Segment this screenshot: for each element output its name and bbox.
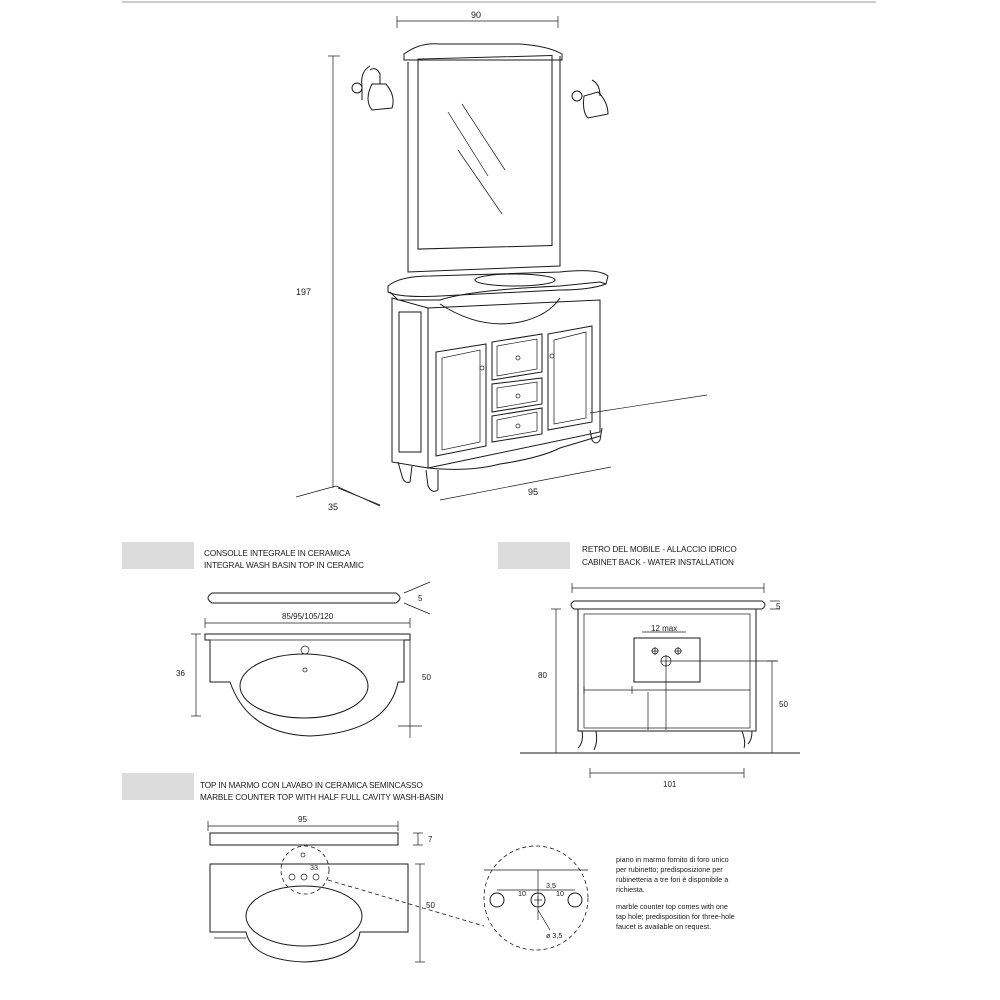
marble-section: TOP IN MARMO CON LAVABO IN CERAMICA SEMI… xyxy=(122,773,735,963)
basin-thickness-label: 5 xyxy=(418,594,423,603)
width-label: 90 xyxy=(471,10,481,20)
back-cabinet-body xyxy=(577,608,757,732)
detail-spacing-left: 10 xyxy=(518,889,526,898)
wall-base-line xyxy=(589,394,708,414)
marble-thickness-label: 7 xyxy=(428,835,433,844)
washbasin-icon xyxy=(204,633,411,737)
back-top-thickness-label: 5 xyxy=(776,602,781,611)
note-en-line-1: marble counter top comes with one xyxy=(616,902,728,911)
back-width-label: 101 xyxy=(663,780,677,789)
basin-title-it: CONSOLLE INTEGRALE IN CERAMICA xyxy=(204,549,351,558)
back-title-it: RETRO DEL MOBILE - ALLACCIO IDRICO xyxy=(582,545,737,554)
height-label: 197 xyxy=(296,287,311,297)
basin-widths-label: 85/95/105/120 xyxy=(282,612,334,621)
basin-title-en: INTEGRAL WASH BASIN TOP IN CERAMIC xyxy=(204,561,364,570)
note-en-line-3: faucet is available on request. xyxy=(616,922,711,931)
floor-line-left xyxy=(295,485,337,498)
back-section: RETRO DEL MOBILE - ALLACCIO IDRICO CABIN… xyxy=(498,542,800,789)
note-it-line-1: piano in marmo fornito di foro unico xyxy=(616,855,729,864)
basin-section: CONSOLLE INTEGRALE IN CERAMICA INTEGRAL … xyxy=(122,542,431,738)
marble-note: piano in marmo fornito di foro unico per… xyxy=(616,855,735,931)
detail-spacing-right: 10 xyxy=(556,889,564,898)
tap-holes-icon xyxy=(651,647,682,667)
note-en-line-2: tap hole; predisposition for three-hole xyxy=(616,912,735,921)
basin-depth-right-label: 50 xyxy=(422,673,431,682)
marble-depth-label: 50 xyxy=(426,901,435,910)
wall-lamp-icon xyxy=(351,65,394,111)
basin-depth-left-label: 36 xyxy=(176,669,185,678)
note-it-line-4: richiesta. xyxy=(616,885,645,894)
cabinet-width-dimension-line xyxy=(439,466,612,501)
depth-dimension-line xyxy=(337,487,381,506)
caption-bar-back xyxy=(498,542,570,569)
caption-bar-basin xyxy=(122,542,194,569)
back-title-en: CABINET BACK - WATER INSTALLATION xyxy=(582,558,734,567)
marble-width-label: 95 xyxy=(298,815,307,824)
marble-title-en: MARBLE COUNTER TOP WITH HALF FULL CAVITY… xyxy=(200,793,443,802)
detail-hole: ø 3,5 xyxy=(546,931,562,940)
main-view: 197 90 35 95 xyxy=(295,10,708,512)
marble-small-label: 33 xyxy=(310,863,318,872)
marble-title-it: TOP IN MARMO CON LAVABO IN CERAMICA SEMI… xyxy=(200,781,423,790)
mirror-icon xyxy=(403,43,563,273)
note-it-line-2: per rubinetto; predisposizione per xyxy=(616,865,723,874)
caption-bar-marble xyxy=(122,773,194,800)
back-max-label: 12 max xyxy=(651,624,677,633)
tap-holes-icon xyxy=(288,873,320,881)
note-it-line-3: rubinetteria a tre fori è disponibile a xyxy=(616,875,728,884)
back-outlet-height-label: 50 xyxy=(779,700,788,709)
cabinet-icon xyxy=(387,270,609,492)
cabinet-width-label: 95 xyxy=(528,487,538,497)
tap-hole-detail: 10 10 3,5 ø 3,5 xyxy=(483,845,589,951)
detail-height: 3,5 xyxy=(546,881,556,890)
marble-plan xyxy=(209,863,409,963)
back-height-label: 80 xyxy=(538,671,547,680)
depth-label: 35 xyxy=(328,502,338,512)
wall-lamp-icon xyxy=(571,79,609,119)
basin-profile xyxy=(207,592,401,604)
